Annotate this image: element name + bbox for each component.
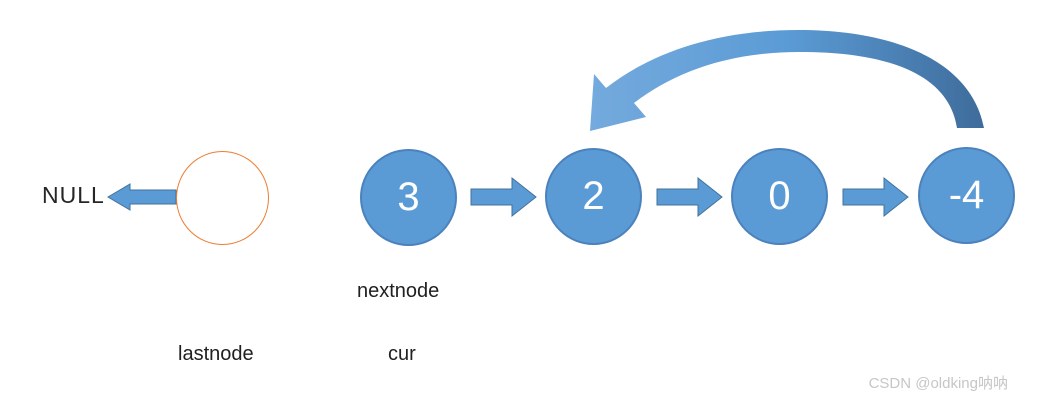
node-value: -4 xyxy=(948,173,985,217)
cur-pointer-label: cur xyxy=(388,343,416,365)
nextnode-pointer-label: nextnode xyxy=(357,280,440,302)
null-arrow-icon xyxy=(107,183,177,211)
curve-back-arrow-icon xyxy=(590,30,984,131)
list-node-2: 2 xyxy=(545,148,642,245)
node-value: 3 xyxy=(397,175,420,219)
empty-node-circle xyxy=(176,151,269,245)
null-label: NULL xyxy=(42,182,105,208)
next-arrow-icon-3 xyxy=(842,177,909,217)
watermark: CSDN @oldking呐呐 xyxy=(868,375,1008,392)
next-arrow-icon-1 xyxy=(470,177,537,217)
next-arrow-icon-2 xyxy=(656,177,723,217)
node-value: 2 xyxy=(582,174,605,218)
list-node-0: 0 xyxy=(731,148,828,245)
list-node-minus4: -4 xyxy=(918,147,1015,244)
list-node-3: 3 xyxy=(360,149,457,246)
node-value: 0 xyxy=(768,174,791,218)
lastnode-pointer-label: lastnode xyxy=(178,343,254,365)
